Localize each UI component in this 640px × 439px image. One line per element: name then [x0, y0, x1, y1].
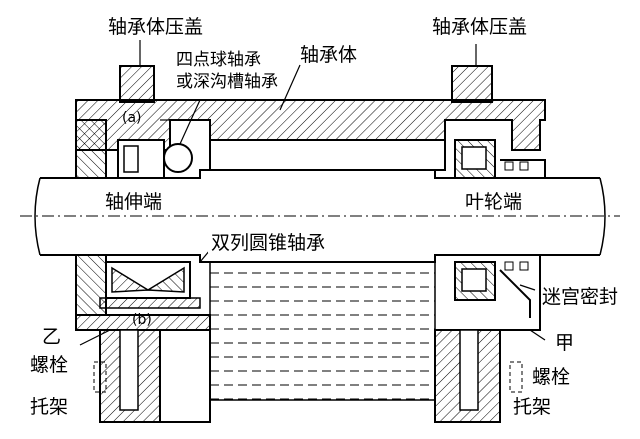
label-shaft-extension-end: 轴伸端: [102, 193, 166, 212]
label-labyrinth-seal: 迷宫密封: [542, 286, 619, 308]
label-bracket-left: 托架: [30, 396, 69, 418]
left-cover-flange: [75, 119, 107, 316]
right-top-bearing: [454, 139, 546, 179]
label-bolt-left: 螺栓: [30, 354, 69, 376]
leader-lines: [79, 40, 546, 346]
oil-reservoir: [209, 261, 436, 401]
label-bolt-right: 螺栓: [532, 366, 571, 388]
four-point-ball-bearing: [117, 139, 193, 179]
central-sleeve: [209, 139, 446, 171]
label-marker-b: (b): [132, 312, 152, 328]
right-bottom-bearing: [454, 261, 531, 318]
double-row-tapered-bearing: [99, 261, 201, 309]
label-bracket-right: 托架: [513, 396, 552, 418]
label-double-row-taper: 双列圆锥轴承: [208, 234, 329, 253]
right-cover-cap: [451, 65, 493, 103]
label-bearing-body: 轴承体: [300, 44, 358, 66]
left-cover-cap: [119, 65, 155, 103]
label-four-point-line2: 或深沟槽轴承: [176, 72, 278, 92]
bearing-body-top-wall: [75, 99, 546, 151]
label-side-a: 甲: [555, 332, 575, 354]
label-four-point-line1: 四点球轴承: [176, 50, 261, 70]
left-bracket: [99, 329, 211, 423]
label-marker-a: (a): [122, 110, 142, 126]
right-bracket: [434, 329, 501, 423]
label-cover-left: 轴承体压盖: [108, 16, 204, 38]
label-impeller-end: 叶轮端: [462, 193, 526, 212]
label-cover-right: 轴承体压盖: [432, 16, 528, 38]
label-side-b: 乙: [42, 326, 62, 348]
